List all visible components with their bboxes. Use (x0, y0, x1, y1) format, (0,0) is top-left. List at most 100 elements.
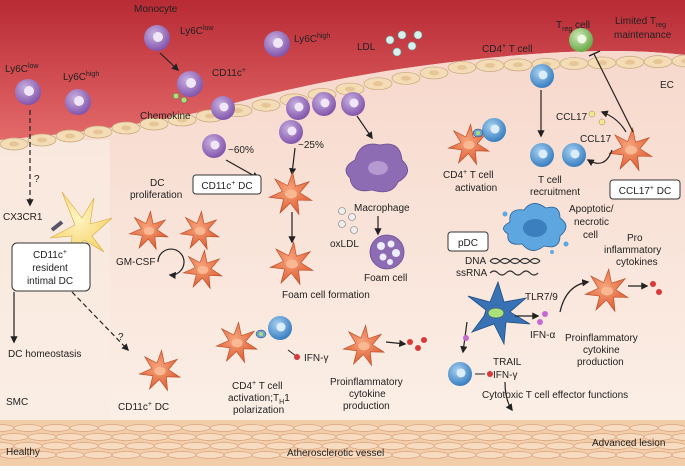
smooth-muscle-cell (349, 424, 379, 432)
arrow-monocyte-to-macrophage (356, 115, 373, 140)
intima-region (0, 51, 685, 420)
dc-proliferation-label-2: proliferation (130, 190, 182, 201)
cd11c-dc-box-label: CD11c+ DC (201, 180, 252, 192)
dna-strand-2 (489, 257, 541, 265)
monocyte-intima-3 (286, 96, 310, 120)
mhc-contact-mid (255, 329, 267, 339)
ifn-alpha-dot-2 (537, 319, 543, 325)
monocyte-intima-2 (202, 134, 226, 158)
endothelial-cell (419, 66, 449, 80)
arrow-ifn-alpha-to-dc (559, 279, 590, 313)
smooth-muscle-cell (237, 424, 267, 432)
monocyte-ly6c-high-left (65, 89, 91, 115)
cx3cr1-receptor (50, 220, 64, 232)
ccl17-dots (588, 110, 606, 126)
ifn-alpha-dot-1 (542, 311, 548, 317)
dna-label: DNA (465, 256, 486, 267)
ccl17-top-label: CCL17 (556, 112, 588, 123)
endothelium (0, 54, 685, 151)
cd11c-dc-bottom-label: CD11c+ DC (118, 401, 169, 413)
gmcsf-label: GM-CSF (116, 257, 155, 268)
smooth-muscle-cell (419, 451, 449, 459)
inhibit-bar (588, 50, 601, 57)
monocyte-intima-4 (312, 92, 336, 116)
arrow-ccl17-to-tcells (586, 149, 613, 167)
smooth-muscle-cell (601, 424, 631, 432)
cytokine-dot-right-1 (650, 281, 656, 287)
monocyte-top (144, 25, 170, 51)
smooth-muscle-cell (139, 433, 169, 441)
ifn-gamma-mid-label: IFN-γ (304, 353, 328, 364)
smooth-muscle-cell (181, 442, 211, 450)
ly6c-low-left-label: Ly6Clow (5, 63, 39, 75)
smooth-muscle-cell (503, 433, 533, 441)
pct60-label: ~60% (228, 145, 254, 156)
smooth-muscle-cell (405, 442, 435, 450)
smooth-muscle-cell (223, 451, 253, 459)
tcell-top (530, 64, 554, 88)
dc-proliferating-3 (182, 249, 223, 290)
smooth-muscle-cell (643, 451, 673, 459)
arrow-ccl17-release (600, 110, 627, 133)
smooth-muscle-cell (671, 433, 685, 441)
endothelial-cell (643, 55, 673, 68)
smooth-muscle-cell (69, 424, 99, 432)
smooth-muscle-cell (167, 451, 197, 459)
tcell-mid (268, 316, 292, 340)
endothelial-cell (27, 133, 57, 147)
smooth-muscle-cell (433, 442, 463, 450)
cd4-activation-right-label-1: CD4+ T cell (443, 169, 493, 181)
atherosclerotic-vessel-label: Atherosclerotic vessel (287, 448, 384, 459)
proinf-mid-label-1: Proinflammatory (330, 377, 403, 388)
cytokine-dot-right-2 (656, 289, 662, 295)
smooth-muscle-cell (615, 451, 645, 459)
dc-th1-priming (215, 321, 259, 364)
endothelial-cell (391, 71, 421, 85)
apoptotic-label-1: Apoptotic/ (569, 204, 614, 215)
cytokine-dot-ifn (294, 354, 300, 360)
tcell-activation-right (482, 118, 506, 142)
dc-cd11c-main (268, 171, 314, 216)
monocyte-ly6c-high-top (264, 31, 290, 57)
apoptotic-cell (502, 203, 569, 254)
smooth-muscle-cell (321, 424, 351, 432)
gmcsf-loop-arrow (157, 248, 185, 280)
cd4-activation-right-label-2: activation (455, 183, 497, 194)
ly6c-low-top-label: Ly6Clow (180, 25, 214, 37)
resident-dc-box (11, 242, 91, 292)
cd4-activation-label-2: activation;TH1 (228, 393, 290, 406)
pdc-secreted-dot (463, 335, 469, 341)
smooth-muscle-cell (573, 424, 603, 432)
smooth-muscle-cell (139, 451, 169, 459)
smooth-muscle-cell (27, 433, 57, 441)
pdc-label: pDC (458, 238, 478, 249)
treg-cell (569, 28, 593, 52)
smooth-muscle-cell (223, 433, 253, 441)
endothelial-cell (251, 98, 281, 112)
monocyte-intima-1 (211, 96, 235, 120)
dna-strand (489, 257, 541, 265)
smooth-muscle-cell (517, 442, 547, 450)
monocyte-intima-5 (341, 92, 365, 116)
ifn-alpha-label: IFN-α (530, 330, 555, 341)
smooth-muscle-cell (251, 433, 281, 441)
proinf-mid-label-2: cytokine (349, 389, 386, 400)
smooth-muscle-cell (531, 433, 561, 441)
ifn-gamma-mid-tick (287, 349, 297, 357)
cd11c-top-label: CD11c+ (212, 67, 246, 79)
smooth-muscle-cell (559, 451, 589, 459)
smooth-muscle-cell (195, 451, 225, 459)
resident-dc-label-1: CD11c+ (33, 249, 67, 261)
arrow-resident-to-cd11c-dc (71, 291, 130, 352)
endothelial-cell (475, 59, 505, 72)
smooth-muscle-cell (391, 451, 421, 459)
ldl-particles (385, 30, 423, 57)
limited-treg-label-1: Limited Treg (615, 16, 666, 29)
proinf-right-label-3: production (577, 357, 624, 368)
tcell-cytotoxic (448, 362, 472, 386)
smooth-muscle-cell (279, 433, 309, 441)
endothelial-cell (111, 121, 141, 135)
endothelial-cell (447, 61, 477, 74)
